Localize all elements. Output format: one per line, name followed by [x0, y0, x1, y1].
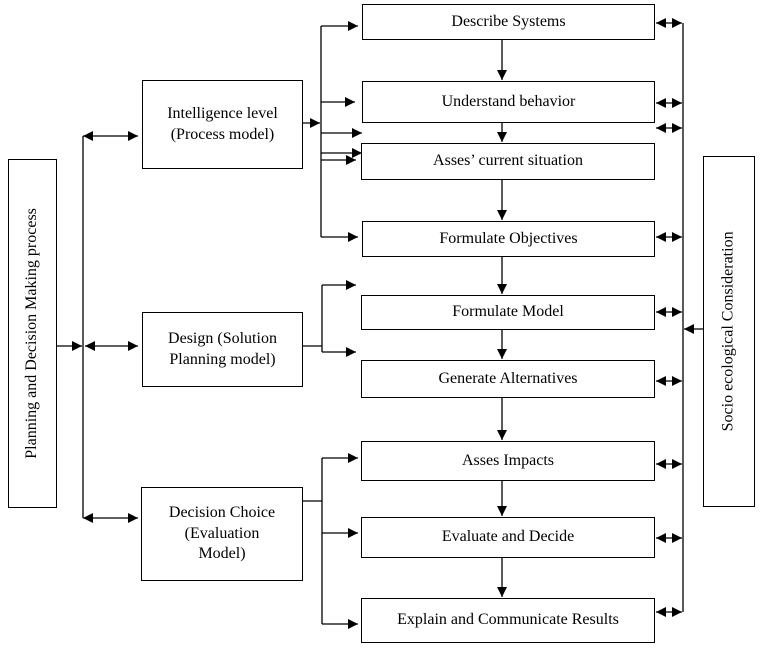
phase-decision-box: Decision Choice (Evaluation Model) [141, 487, 303, 581]
socio-ecological-label: Socio ecological Consideration [719, 231, 737, 432]
step-assess-impacts: Asses Impacts [361, 441, 655, 481]
phase-design-line-2: Planning model) [169, 350, 276, 368]
phase-decision-line-2: (Evaluation [184, 524, 260, 542]
step-explain-and-communicate: Explain and Communicate Results [361, 598, 655, 643]
step-label: Describe Systems [451, 12, 566, 30]
step-label: Evaluate and Decide [441, 528, 575, 546]
step-label: Understand behavior [441, 92, 576, 110]
planning-process-box: Planning and Decision Making process [8, 159, 57, 508]
phase-decision-line-1: Decision Choice [168, 503, 276, 521]
step-formulate-objectives: Formulate Objectives [362, 221, 655, 257]
step-label: Asses’ current situation [433, 152, 583, 170]
phase-design-line-1: Design (Solution [168, 329, 277, 347]
step-label: Generate Alternatives [438, 369, 578, 387]
step-evaluate-and-decide: Evaluate and Decide [361, 517, 655, 558]
phase-decision-line-3: Model) [198, 545, 246, 563]
step-generate-alternatives: Generate Alternatives [361, 360, 655, 398]
step-label: Explain and Communicate Results [397, 611, 619, 629]
step-label: Formulate Objectives [439, 229, 578, 247]
step-understand-behavior: Understand behavior [362, 81, 655, 123]
step-formulate-model: Formulate Model [361, 295, 655, 330]
phase-intelligence-line-2: (Process model) [170, 125, 275, 143]
socio-ecological-box: Socio ecological Consideration [703, 156, 755, 507]
planning-process-label: Planning and Decision Making process [23, 208, 41, 459]
step-label: Asses Impacts [462, 451, 554, 469]
step-label: Formulate Model [452, 303, 564, 321]
phase-intelligence-line-1: Intelligence level [167, 104, 278, 122]
phase-intelligence-box: Intelligence level (Process model) [142, 80, 303, 169]
phase-design-box: Design (Solution Planning model) [142, 312, 303, 387]
step-describe-systems: Describe Systems [362, 4, 655, 40]
step-assess-current-situation: Asses’ current situation [361, 143, 655, 180]
